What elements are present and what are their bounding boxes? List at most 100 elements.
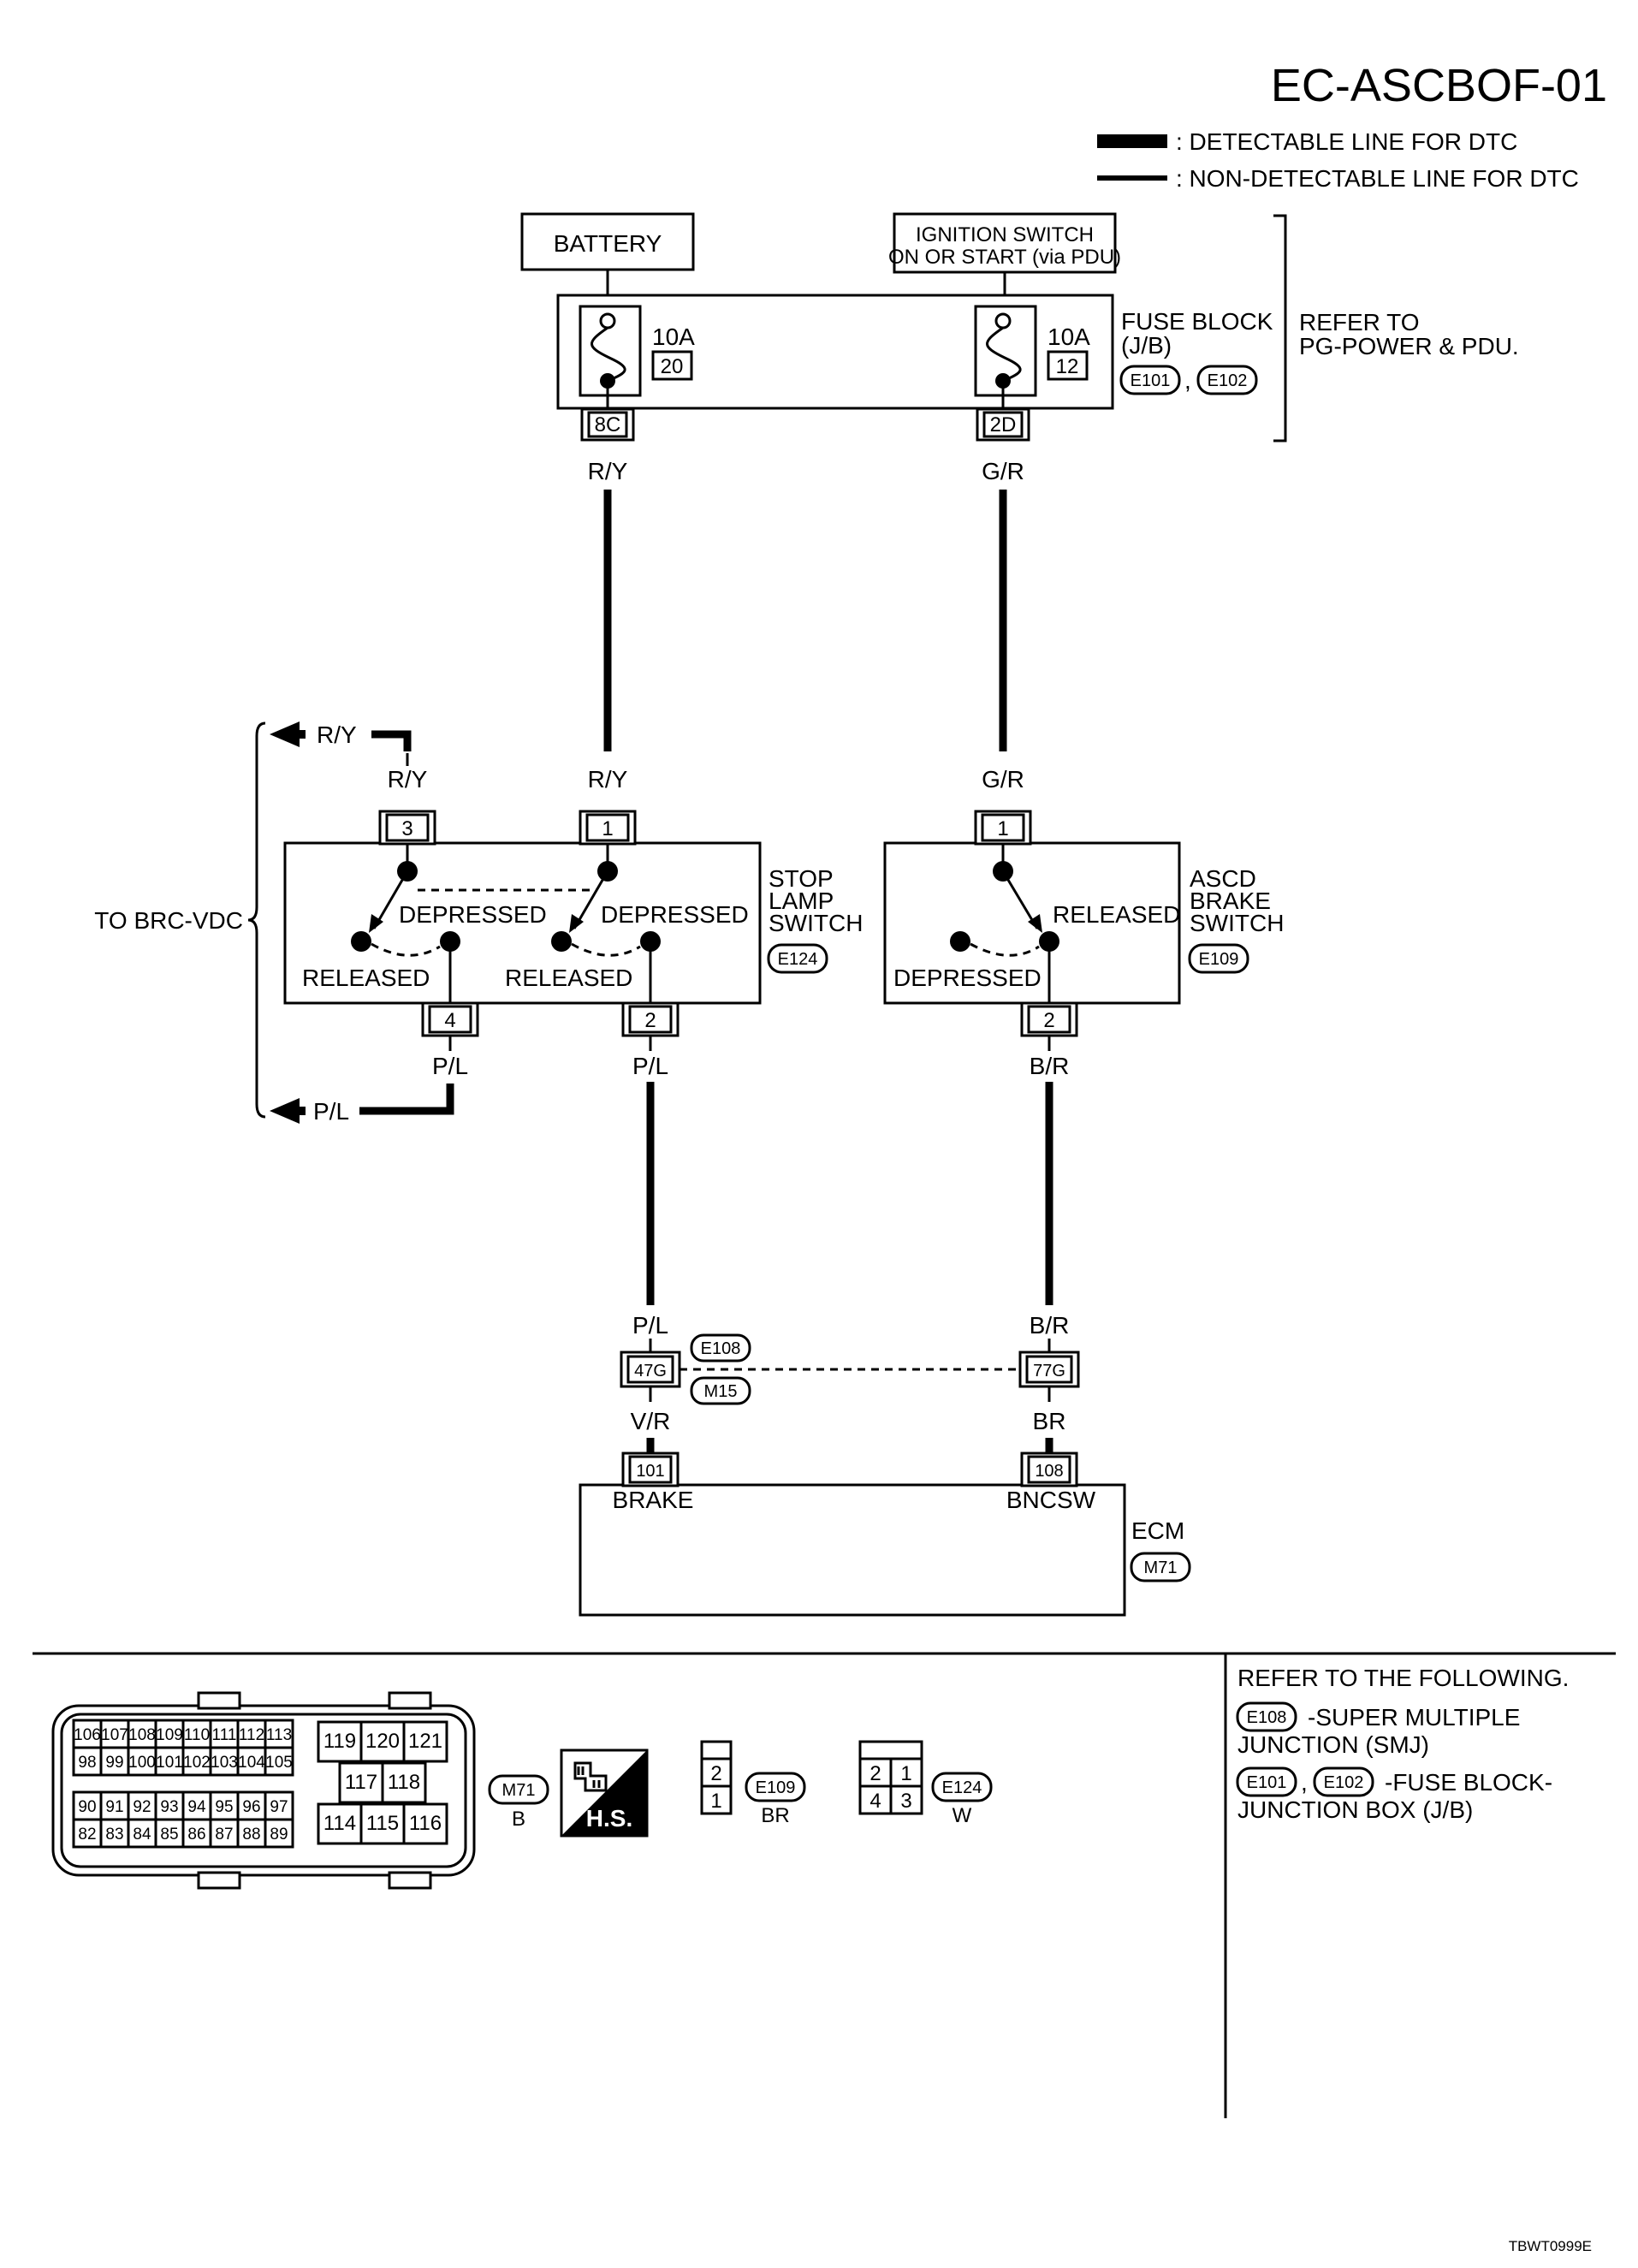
wire-color-ry-pin1: R/Y — [588, 766, 628, 793]
m71-pin-number: 103 — [211, 1754, 238, 1772]
wire-color-br-joint: B/R — [1030, 1312, 1070, 1339]
m71-pin-number: 110 — [184, 1726, 210, 1744]
m71-pin-number: 118 — [388, 1771, 420, 1794]
m71-pin-cell — [209, 1790, 240, 1821]
m71-pin-cell — [154, 1719, 185, 1749]
wire-color-pl-joint: P/L — [632, 1312, 668, 1339]
ecm-terminal-brake: BRAKE — [613, 1487, 694, 1513]
m71-pin-number: 90 — [78, 1798, 96, 1816]
m71-pin-cell — [264, 1818, 294, 1849]
stop-lamp-depressed-2: DEPRESSED — [601, 901, 749, 928]
terminal-2d-label: 2D — [990, 413, 1017, 436]
m71-pin-number: 109 — [156, 1726, 183, 1744]
ecm-pin-108: 108 — [1035, 1462, 1063, 1481]
joint-connector: 47G 77G E108 M15 — [620, 1333, 1080, 1405]
stop-lamp-label-1: STOP — [769, 865, 834, 892]
m71-pin-cell — [127, 1790, 157, 1821]
m71-pin-number: 87 — [215, 1826, 233, 1843]
stop-lamp-connector: E124 — [778, 950, 818, 969]
m71-pin-number: 84 — [133, 1826, 151, 1843]
m71-pin-cell — [381, 1761, 427, 1804]
wire-color-gr-pin1: G/R — [982, 766, 1024, 793]
m71-pin-cell — [209, 1746, 240, 1777]
legend: : DETECTABLE LINE FOR DTC : NON-DETECTAB… — [1097, 128, 1579, 192]
m71-pin-number: 89 — [270, 1826, 288, 1843]
fuse-right-number: 12 — [1056, 355, 1079, 378]
m71-pin-cell — [236, 1746, 267, 1777]
refer-following: REFER TO THE FOLLOWING. E108 -SUPER MULT… — [1236, 1665, 1569, 1823]
ascd-brake-connector: E109 — [1199, 950, 1239, 969]
m71-pin-number: 117 — [345, 1771, 377, 1794]
stop-lamp-label-3: SWITCH — [769, 910, 863, 936]
joint-connector-e108: E108 — [701, 1339, 741, 1358]
m71-pin-number: 113 — [266, 1726, 292, 1744]
ignition-switch-label: IGNITION SWITCH — [916, 223, 1094, 246]
ecm-label: ECM — [1131, 1517, 1184, 1544]
joint-terminal-47g: 47G — [634, 1362, 667, 1380]
m71-pin-cell — [72, 1818, 103, 1849]
e109-color: BR — [761, 1804, 789, 1827]
refer-to-label: REFER TO — [1299, 309, 1420, 335]
m71-pin-number: 112 — [239, 1726, 264, 1744]
m71-pin-number: 107 — [101, 1726, 128, 1744]
refer-jb-line1: -FUSE BLOCK- — [1385, 1769, 1552, 1796]
refer-following-heading: REFER TO THE FOLLOWING. — [1237, 1665, 1569, 1691]
fuse-right-amp: 10A — [1047, 324, 1090, 350]
m71-pin-number: 121 — [408, 1730, 442, 1753]
m71-pin-number: 108 — [128, 1726, 156, 1744]
m71-pin-number: 86 — [187, 1826, 205, 1843]
legend-thick-line — [1097, 134, 1167, 148]
ignition-switch-sub: ON OR START (via PDU) — [888, 246, 1121, 269]
e124-pin-4: 4 — [869, 1790, 881, 1813]
stop-lamp-pin4: 4 — [444, 1009, 455, 1032]
e124-pin-2: 2 — [869, 1762, 881, 1785]
to-brc-vdc: TO BRC-VDC — [94, 721, 266, 1119]
battery-label: BATTERY — [554, 230, 662, 257]
wire-color-ry-top: R/Y — [588, 458, 628, 484]
refer-smj-line2: JUNCTION (SMJ) — [1237, 1731, 1429, 1758]
e109-connector-face: 2 1 E109 BR — [700, 1740, 806, 1827]
ascd-brake-label-3: SWITCH — [1190, 910, 1284, 936]
fuse-block-label: FUSE BLOCK (J/B) E101 , E102 — [1119, 308, 1273, 395]
m71-pin-number: 91 — [105, 1798, 123, 1816]
wire-color-pl-branch: P/L — [313, 1098, 349, 1125]
m71-pin-number: 102 — [183, 1754, 211, 1772]
harness-side-icon: H.S. — [560, 1748, 649, 1838]
ascd-brake-pin1: 1 — [997, 817, 1008, 840]
ascd-brake-label-1: ASCD — [1190, 865, 1256, 892]
e109-pin-2: 2 — [710, 1762, 721, 1785]
stop-lamp-label-2: LAMP — [769, 888, 834, 914]
terminal-2d: 2D — [976, 407, 1030, 442]
wire-color-vr: V/R — [631, 1408, 671, 1434]
terminal-8c-label: 8C — [595, 413, 621, 436]
m71-pin-number: 114 — [323, 1812, 356, 1835]
e124-color: W — [953, 1804, 972, 1827]
fuse-block-jb: (J/B) — [1121, 332, 1172, 359]
ecm: 101 108 BRAKE BNCSW ECM M71 — [579, 1452, 1191, 1617]
m71-pin-cell — [264, 1790, 294, 1821]
branch-pl: P/L — [270, 1036, 454, 1125]
wire-color-ry-pin3: R/Y — [388, 766, 428, 793]
wire-color-br-pin2: B/R — [1030, 1053, 1070, 1079]
stop-lamp-pin3: 3 — [401, 817, 412, 840]
m71-pin-number: 104 — [238, 1754, 265, 1772]
stop-lamp-pin1: 1 — [602, 817, 613, 840]
fuse-block-connector-e102: E102 — [1208, 371, 1248, 390]
ascd-brake-released: RELEASED — [1053, 901, 1180, 928]
m71-pin-number: 101 — [156, 1754, 183, 1772]
stop-lamp-released-1: RELEASED — [302, 965, 430, 991]
refer-smj-line1: -SUPER MULTIPLE — [1308, 1704, 1520, 1731]
m71-pin-number: 119 — [323, 1730, 356, 1753]
wire-color-br-low: BR — [1033, 1408, 1066, 1434]
terminal-8c: 8C — [580, 407, 635, 442]
refer-jb-line2: JUNCTION BOX (J/B) — [1237, 1796, 1473, 1823]
wire-color-gr-top: G/R — [982, 458, 1024, 484]
m71-pin-cell — [402, 1720, 448, 1763]
refer-jb-comma: , — [1301, 1769, 1308, 1796]
figure-id: TBWT0999E — [1509, 2238, 1592, 2254]
m71-pin-cell — [338, 1761, 384, 1804]
m71-pin-number: 106 — [74, 1726, 101, 1744]
e124-pin-1: 1 — [900, 1762, 911, 1785]
m71-pin-number: 83 — [105, 1826, 123, 1843]
